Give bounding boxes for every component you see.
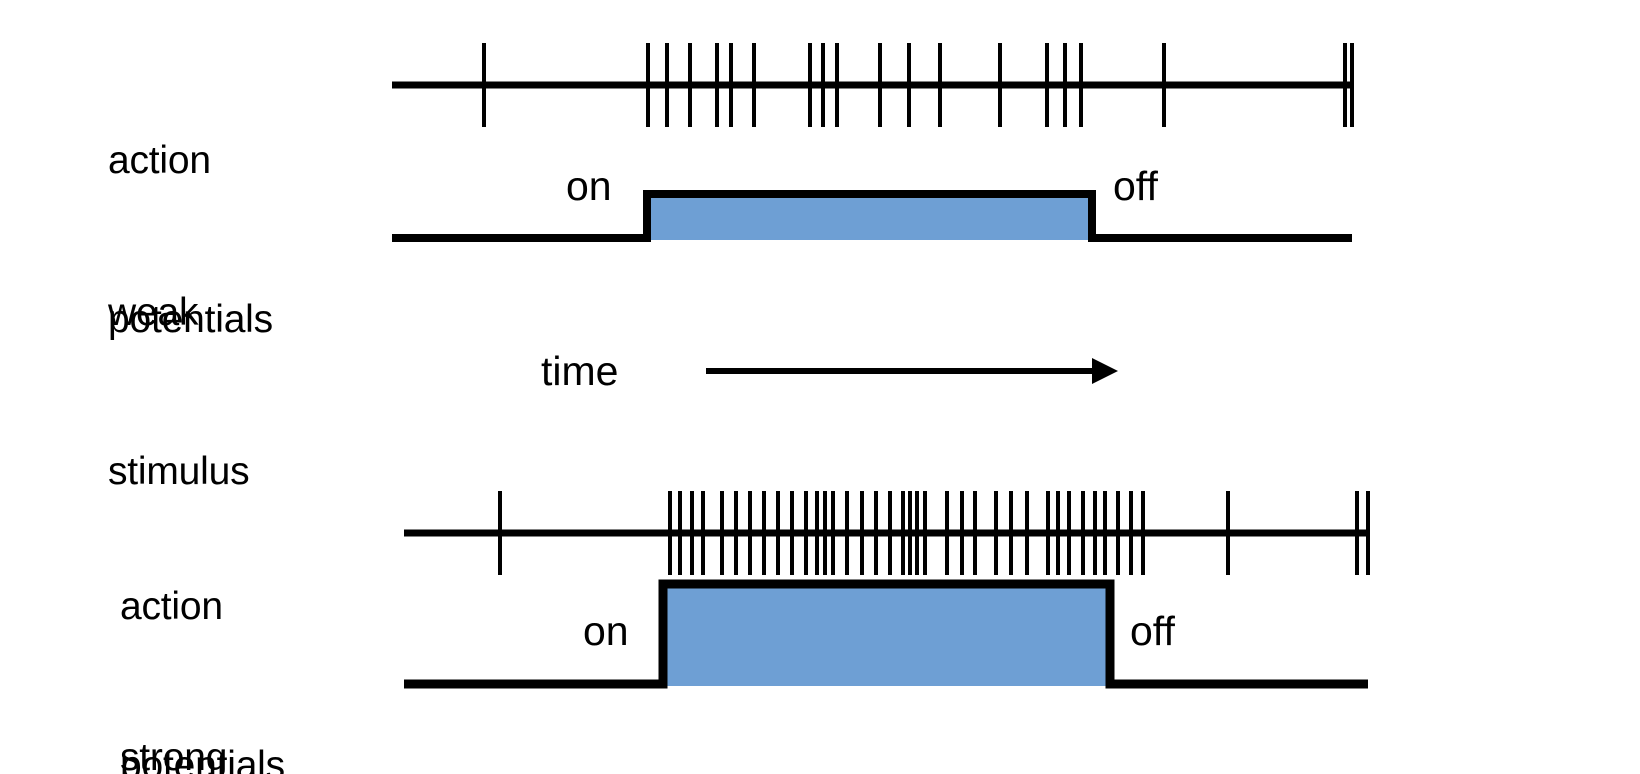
top-action-potentials-label: action potentials: [108, 28, 273, 452]
time-arrow-group: [706, 358, 1118, 384]
top-action-potentials-label-line1: action: [108, 139, 211, 182]
weak-stimulus-fill: [650, 196, 1090, 240]
bottom-action-potentials-label-line1: action: [120, 585, 223, 628]
weak-stimulus-label-line2: stimulus: [108, 450, 250, 493]
weak-on-label: on: [566, 163, 612, 209]
time-label: time: [541, 348, 619, 394]
bottom-action-potentials-label: action potentials: [120, 474, 285, 774]
bottom-action-potentials-label-line2: potentials: [120, 744, 285, 774]
strong-stimulus-outline: [404, 579, 1368, 689]
weak-stimulus-label-line1: weak: [108, 291, 199, 334]
weak-stimulus-label: weak stimulus: [108, 180, 250, 604]
top-action-potentials-label-line2: potentials: [108, 298, 273, 341]
bottom-action-potentials-group: [404, 491, 1370, 575]
time-arrow-head: [1092, 358, 1118, 384]
bottom-spike-ticks: [498, 491, 1370, 575]
strong-off-label: off: [1130, 608, 1175, 654]
top-action-potentials-group: [392, 43, 1354, 127]
strong-stimulus-fill: [666, 586, 1108, 686]
strong-stimulus-label-line1: strong: [120, 736, 228, 774]
weak-stimulus-group: [392, 190, 1352, 242]
strong-stimulus-group: [404, 579, 1368, 689]
top-spike-ticks: [482, 43, 1354, 127]
weak-off-label: off: [1113, 163, 1158, 209]
strong-stimulus-label: strong stimulus: [120, 625, 261, 774]
strong-on-label: on: [583, 608, 629, 654]
weak-stimulus-outline: [392, 190, 1352, 242]
